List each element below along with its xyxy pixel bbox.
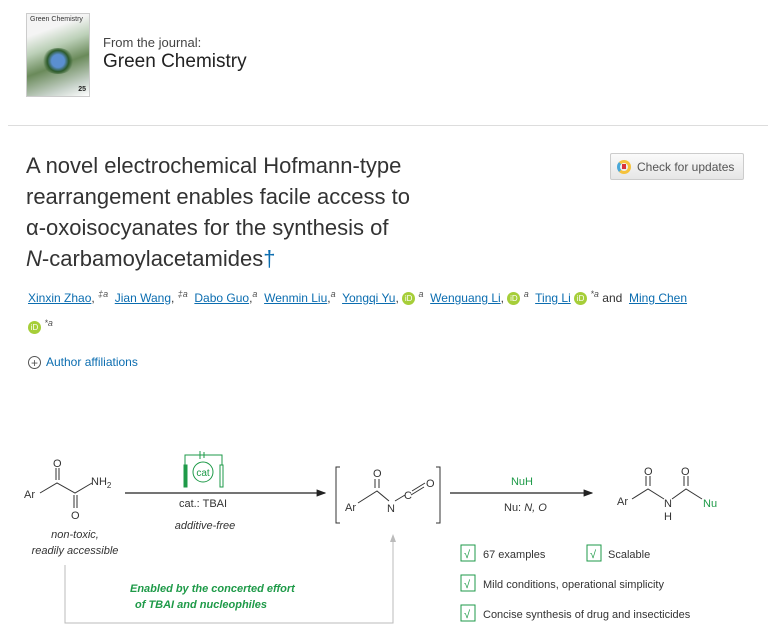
product-ar: Ar [617, 496, 628, 508]
article-title: A novel electrochemical Hofmann-type rea… [26, 150, 466, 274]
author-affil-sup: a [418, 289, 424, 299]
author-affil-sup: *a [590, 289, 599, 299]
plus-circle-icon: + [28, 355, 41, 369]
additive-free-label: additive-free [175, 520, 236, 532]
electrolysis-cell-icon [183, 451, 224, 488]
check-icon: √ [590, 549, 597, 561]
title-line: -carbamoylacetamides [41, 246, 264, 271]
nu-label: Nu: N, O [504, 502, 547, 514]
sm-nh: NH [91, 476, 107, 488]
note-line-1: Enabled by the concerted effort [130, 583, 296, 595]
author-link[interactable]: Ming Chen [628, 291, 688, 305]
check-for-updates-button[interactable]: Check for updates [610, 153, 744, 180]
journal-name[interactable]: Green Chemistry [103, 51, 247, 72]
product-structure [631, 476, 703, 500]
inter-ar: Ar [345, 502, 356, 514]
author-list: Xinxin Zhao, ‡a Jian Wang, ‡a Dabo Guo,a… [28, 289, 688, 335]
product-nu: Nu [703, 498, 717, 510]
crossmark-icon [617, 159, 631, 174]
and-text: and [602, 291, 623, 305]
intermediate-structure [357, 479, 426, 504]
sm-o2: O [71, 510, 80, 522]
author-link[interactable]: Ting Li [535, 291, 571, 305]
sm-sub2: 2 [107, 481, 112, 490]
orcid-icon[interactable]: iD [402, 292, 416, 306]
author-mark: ‡ [177, 289, 183, 299]
starting-material-structure [39, 468, 93, 508]
nucleophile-reagent: NuH [511, 476, 533, 488]
feature-label: 67 examples [483, 549, 546, 561]
divider [8, 125, 768, 126]
catalyst-label: cat.: TBAI [179, 498, 227, 510]
author-affil-sup: a [182, 289, 188, 299]
check-icon: √ [464, 609, 471, 621]
feature-label: Mild conditions, operational simplicity [483, 579, 664, 591]
author-affil-sup: a [523, 289, 529, 299]
author-link[interactable]: Dabo Guo [194, 291, 250, 305]
title-dagger-link[interactable]: † [263, 246, 276, 271]
author-mark: ‡ [98, 289, 104, 299]
author-affil-sup: a [330, 289, 336, 299]
author-link[interactable]: Wenmin Liu [264, 291, 328, 305]
author-link[interactable]: Wenguang Li [430, 291, 501, 305]
title-line: α-oxoisocyanates for the synthesis of [26, 215, 389, 240]
author-affil-sup: a [103, 289, 109, 299]
title-italic-n: N [26, 246, 42, 271]
cat-icon-label: cat [196, 468, 210, 479]
nu-types: N, O [524, 502, 547, 514]
title-line: rearrangement enables facile access to [26, 184, 410, 209]
orcid-icon[interactable]: iD [507, 292, 521, 306]
orcid-icon[interactable]: iD [28, 321, 41, 335]
product-o1: O [644, 466, 653, 478]
check-icon: √ [464, 549, 471, 561]
sm-o1: O [53, 458, 62, 470]
author-link[interactable]: Xinxin Zhao [28, 291, 92, 305]
feature-item: √ Mild conditions, operational simplicity [460, 574, 664, 592]
check-for-updates-label: Check for updates [637, 159, 735, 174]
sm-ar: Ar [24, 489, 35, 501]
feature-label: Scalable [608, 549, 650, 561]
feature-item: √ 67 examples [460, 544, 546, 562]
author-affiliations-toggle[interactable]: + Author affiliations [28, 355, 138, 369]
author-link[interactable]: Jian Wang [114, 291, 171, 305]
product-o2: O [681, 466, 690, 478]
product-n: N [664, 498, 672, 510]
check-icon: √ [464, 579, 471, 591]
title-line: A novel electrochemical Hofmann-type [26, 153, 402, 178]
feature-label: Concise synthesis of drug and insecticid… [483, 609, 691, 621]
sm-desc2: readily accessible [32, 545, 119, 557]
intermediate-brackets [335, 466, 441, 524]
sm-desc1: non-toxic, [51, 529, 99, 541]
note-line-2: of TBAI and nucleophiles [135, 599, 267, 611]
sm-nh2: NH2 [91, 476, 112, 490]
feature-item: √ Concise synthesis of drug and insectici… [460, 604, 691, 622]
inter-o2: O [426, 478, 435, 490]
cover-issue: 25 [78, 86, 86, 93]
orcid-icon[interactable]: iD [574, 292, 588, 306]
inter-n: N [387, 503, 395, 515]
cover-artwork [41, 48, 75, 74]
nu-prefix: Nu: [504, 502, 524, 514]
from-journal-label: From the journal: [103, 35, 202, 50]
inter-c: C [404, 490, 412, 502]
author-affil-sup: a [252, 289, 258, 299]
inter-o: O [373, 468, 382, 480]
author-affiliations-label: Author affiliations [46, 355, 138, 369]
author-link[interactable]: Yongqi Yu [342, 291, 396, 305]
author-affil-sup: *a [44, 318, 53, 328]
feature-item: √ Scalable [586, 544, 650, 562]
journal-cover[interactable]: Green Chemistry 25 [26, 13, 90, 97]
cover-title: Green Chemistry [30, 16, 83, 23]
product-h: H [664, 511, 672, 523]
feedback-arrow [64, 534, 396, 624]
graphical-abstract-scheme: Ar O NH2 O non-toxic, readily accessible… [24, 451, 717, 624]
